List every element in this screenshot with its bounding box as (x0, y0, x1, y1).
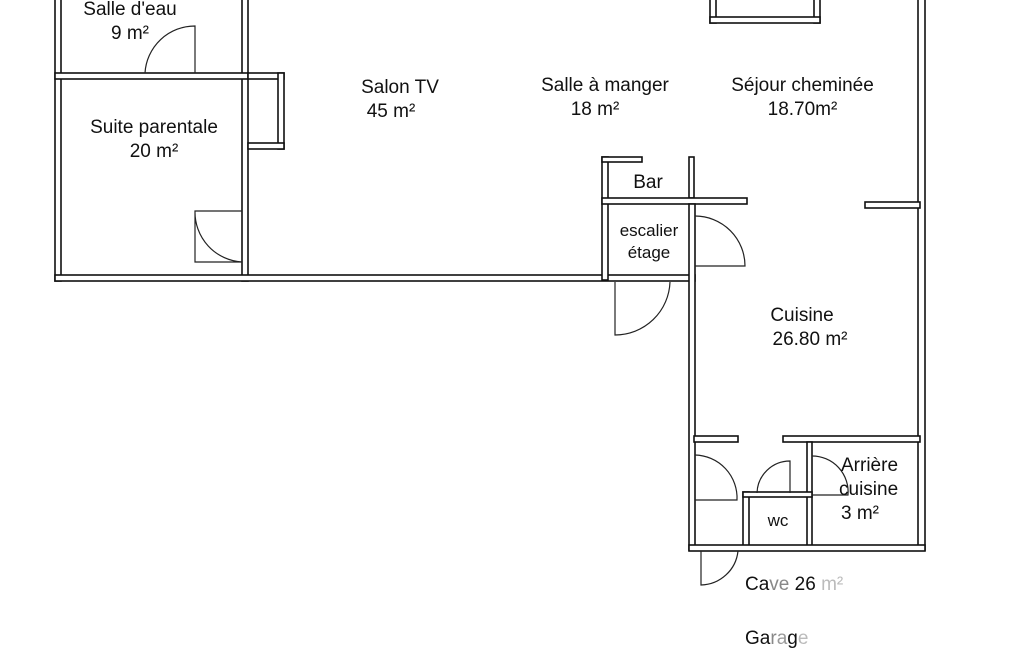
doors (144, 25, 849, 586)
room-area: 20 m² (129, 141, 179, 162)
room-name-faded: ve (769, 574, 790, 595)
room-name: escalier (619, 221, 679, 240)
room-name: Suite parentale (90, 117, 218, 138)
room-sejour-cheminee: Séjour cheminée 18.70m² (705, 74, 900, 122)
room-arriere-cuisine: Arrière cuisine 3 m² (835, 454, 920, 526)
room-name: Salle d'eau (83, 0, 177, 20)
room-area: 26.80 m² (772, 329, 848, 350)
room-cave: Cave 26 m² (745, 573, 843, 597)
room-name-part: g (787, 628, 798, 649)
room-name: Salon TV (361, 77, 439, 98)
walls (54, 0, 926, 552)
room-name: Cuisine (770, 305, 834, 326)
room-salle-eau: Salle d'eau 9 m² (60, 0, 200, 46)
room-name: Séjour cheminée (731, 75, 874, 96)
room-name-part: a (776, 628, 788, 649)
room-area: 45 m² (366, 101, 416, 122)
room-area: 9 m² (111, 23, 149, 44)
room-salle-a-manger: Salle à manger 18 m² (520, 74, 690, 122)
room-area: 3 m² (841, 503, 879, 524)
room-name: Arrière (841, 455, 899, 476)
room-name: Ga (745, 628, 771, 649)
room-bar: Bar (633, 172, 663, 193)
room-cuisine: Cuisine 26.80 m² (740, 304, 880, 352)
room-name: Salle à manger (541, 75, 669, 96)
room-escalier: escalier étage (608, 220, 690, 264)
room-area-unit: m² (821, 574, 844, 595)
room-area: 26 (789, 574, 822, 595)
room-salon-tv: Salon TV 45 m² (340, 76, 460, 124)
room-name-part: r (770, 628, 777, 649)
room-area: 18 m² (570, 99, 620, 120)
room-wc: wc (767, 511, 789, 530)
room-suite-parentale: Suite parentale 20 m² (60, 116, 248, 164)
room-name: Ca (745, 574, 770, 595)
room-name-part: e (797, 628, 809, 649)
room-name-line2: cuisine (839, 479, 899, 500)
room-name-line2: étage (627, 243, 671, 262)
room-garage: Garage (745, 627, 808, 651)
room-area: 18.70m² (767, 99, 838, 120)
